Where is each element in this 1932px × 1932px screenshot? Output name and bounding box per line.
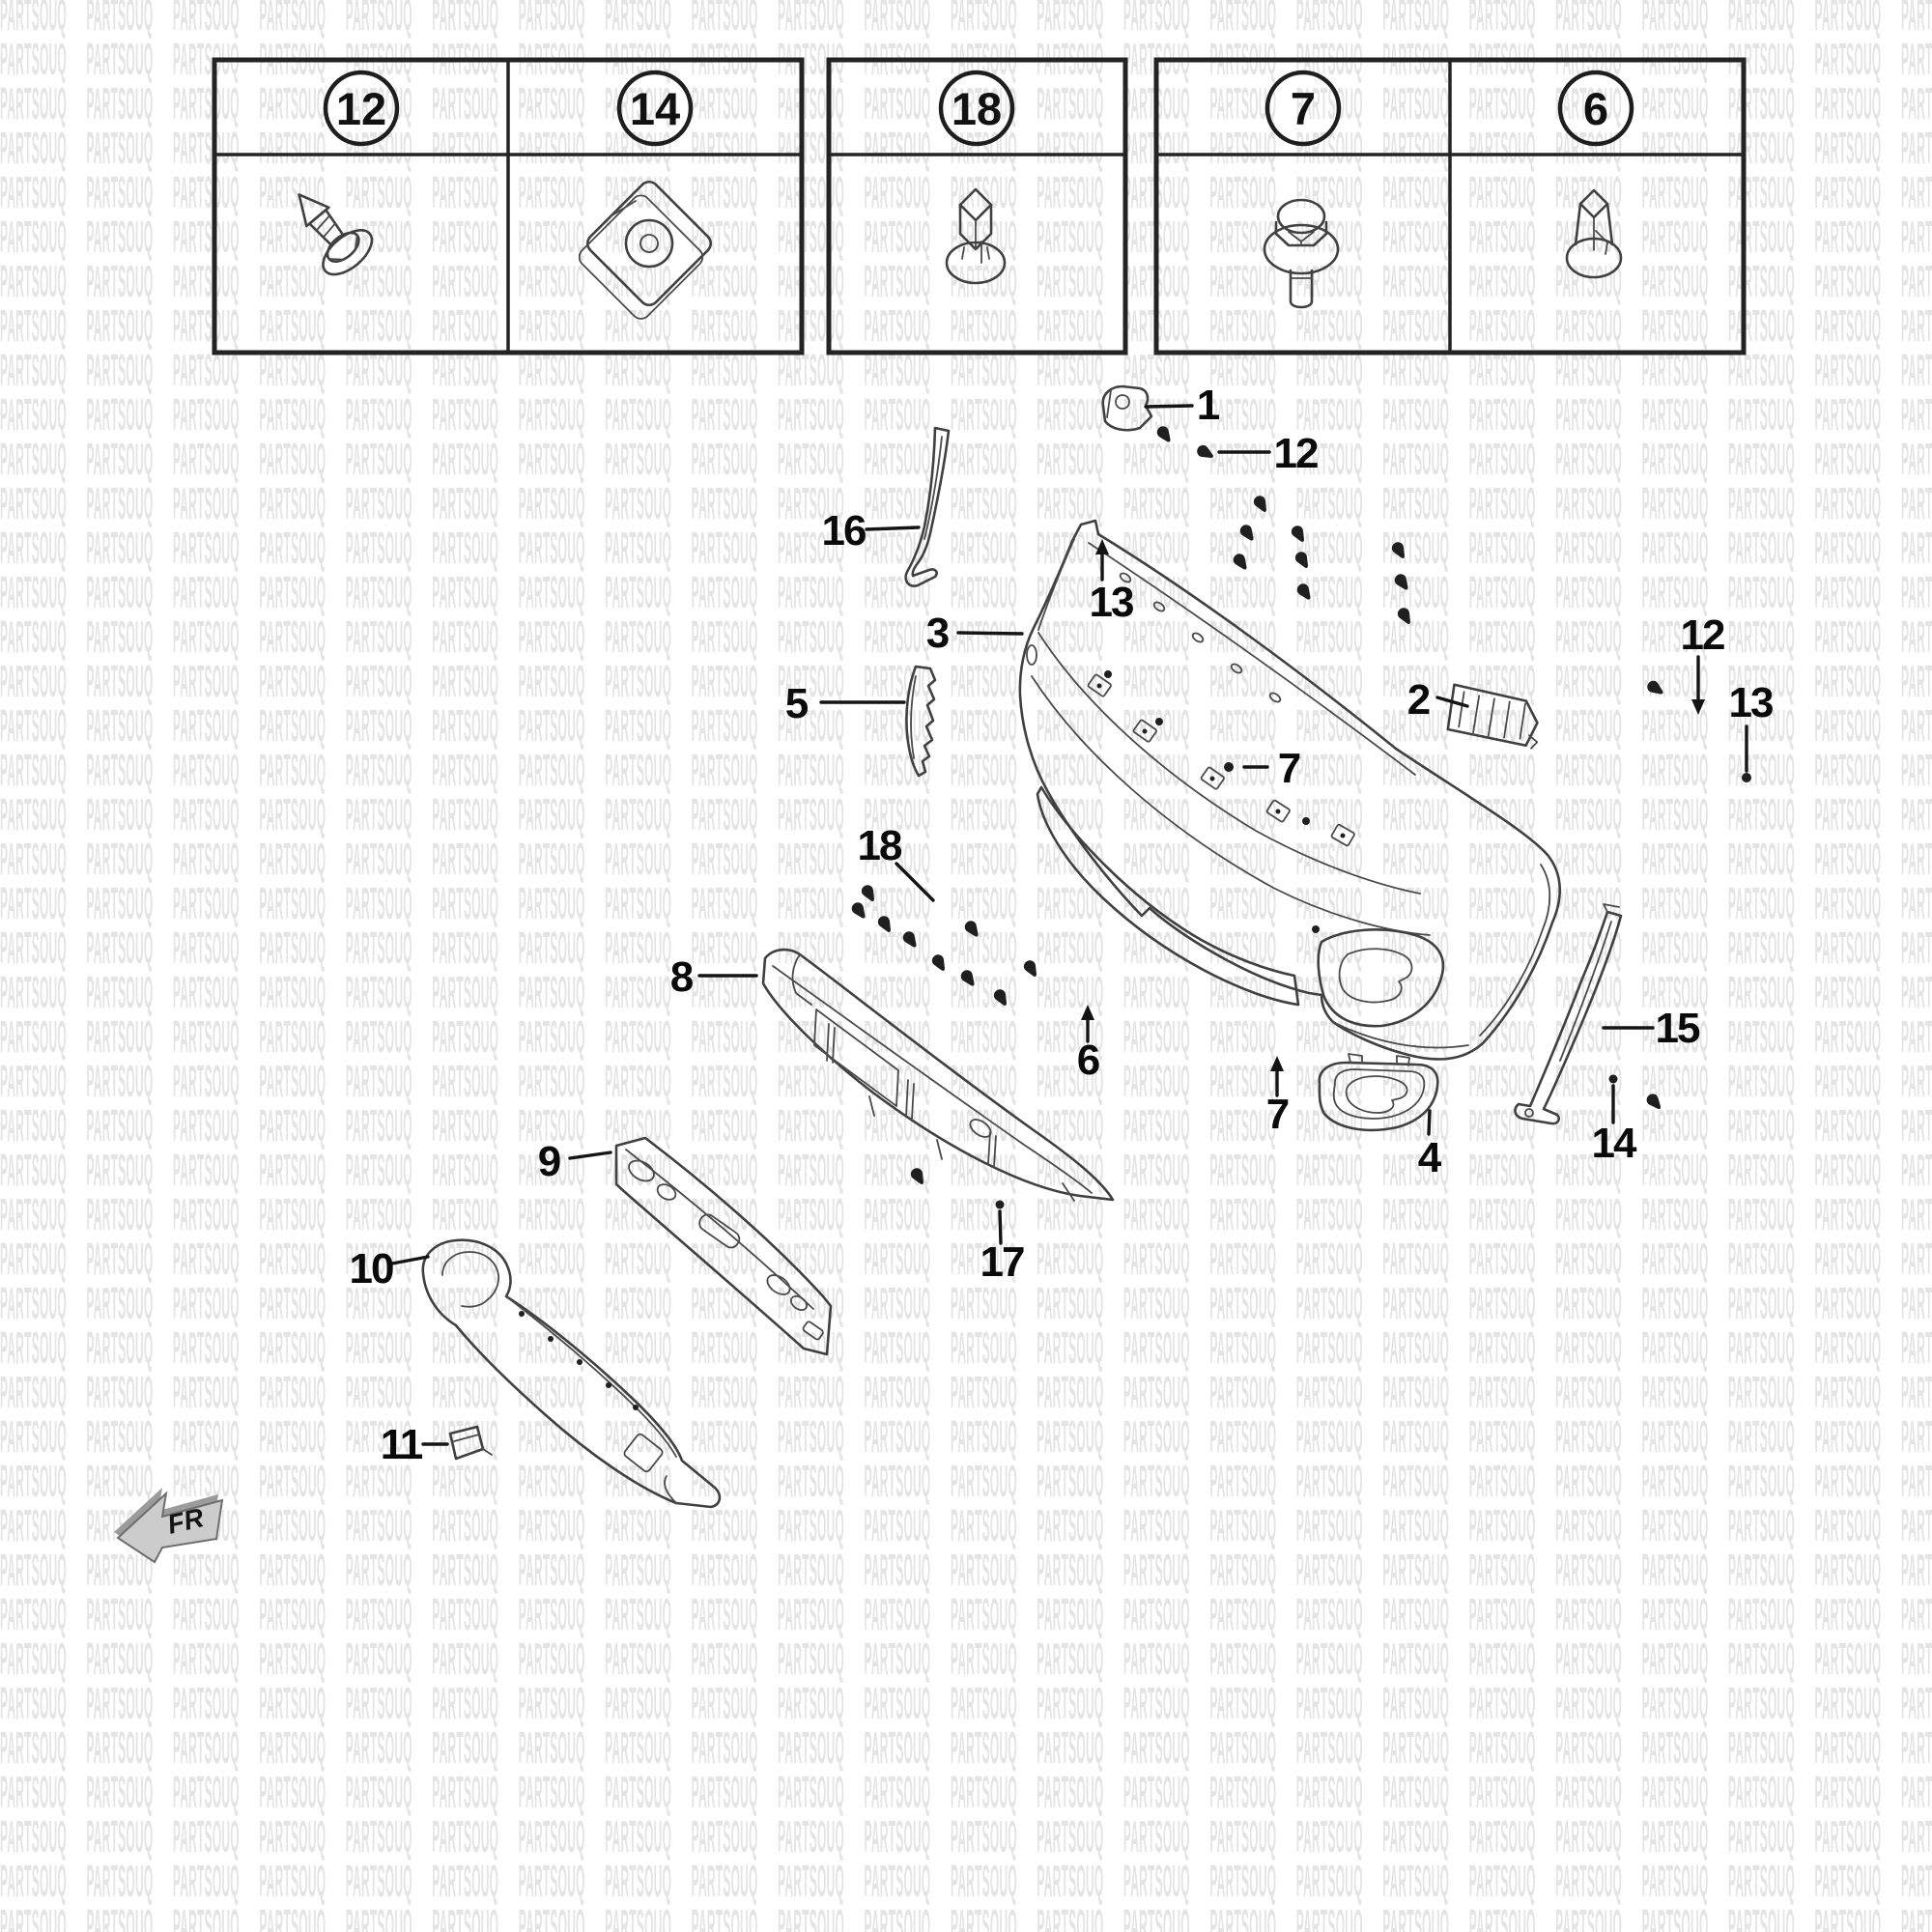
watermark-row: PARTSOUQ PARTSOUQ PARTSOUQ PARTSOUQ PART… bbox=[0, 523, 1932, 573]
fr-direction-arrow: FR bbox=[114, 1488, 224, 1564]
watermark-row: PARTSOUQ PARTSOUQ PARTSOUQ PARTSOUQ PART… bbox=[0, 1545, 1932, 1595]
callout-6-label[interactable]: 6 bbox=[1077, 1037, 1101, 1084]
watermark-row: PARTSOUQ PARTSOUQ PARTSOUQ PARTSOUQ PART… bbox=[0, 434, 1932, 484]
callout-12-top-label[interactable]: 12 bbox=[1274, 430, 1320, 477]
part-4-fog-lamp-bezel bbox=[1318, 1053, 1439, 1132]
callout-13-right-label[interactable]: 13 bbox=[1729, 679, 1775, 726]
watermark-row: PARTSOUQ PARTSOUQ PARTSOUQ PARTSOUQ PART… bbox=[0, 1278, 1932, 1328]
watermark-row: PARTSOUQ PARTSOUQ PARTSOUQ PARTSOUQ PART… bbox=[0, 834, 1932, 884]
watermark-row: PARTSOUQ PARTSOUQ PARTSOUQ PARTSOUQ PART… bbox=[0, 389, 1932, 440]
callout-1-label[interactable]: 1 bbox=[1197, 382, 1222, 429]
watermark-row: PARTSOUQ PARTSOUQ PARTSOUQ PARTSOUQ PART… bbox=[0, 878, 1932, 928]
clip-nut-icon bbox=[578, 180, 713, 320]
watermark-row: PARTSOUQ PARTSOUQ PARTSOUQ PARTSOUQ PART… bbox=[0, 1011, 1932, 1062]
callout-14-label[interactable]: 14 bbox=[1592, 1120, 1639, 1167]
part-10-lower-stiffener bbox=[421, 1238, 722, 1509]
callout-15-label[interactable]: 15 bbox=[1656, 1005, 1702, 1052]
watermark-row: PARTSOUQ PARTSOUQ PARTSOUQ PARTSOUQ PART… bbox=[0, 1500, 1932, 1550]
tapping-screw-icon bbox=[298, 193, 374, 276]
part-9-energy-absorber bbox=[614, 1136, 833, 1356]
watermark-row: PARTSOUQ PARTSOUQ PARTSOUQ PARTSOUQ PART… bbox=[0, 300, 1932, 351]
watermark-row: PARTSOUQ PARTSOUQ PARTSOUQ PARTSOUQ PART… bbox=[0, 478, 1932, 528]
callout-13-top-label[interactable]: 13 bbox=[1090, 579, 1135, 626]
flange-bolt-icon bbox=[1263, 198, 1340, 309]
watermark-row: PARTSOUQ PARTSOUQ PARTSOUQ PARTSOUQ PART… bbox=[0, 167, 1932, 217]
legend-circled-number bbox=[323, 70, 400, 147]
callout-2-label[interactable]: 2 bbox=[1407, 676, 1432, 724]
watermark-row: PARTSOUQ PARTSOUQ PARTSOUQ PARTSOUQ PART… bbox=[0, 78, 1932, 128]
callout-labels: 1 12 13 16 3 5 2 12 13 7 18 8 6 15 14 7 … bbox=[350, 382, 1775, 1468]
legend-number-18: 18 bbox=[952, 83, 1002, 134]
watermark-row: PARTSOUQ PARTSOUQ PARTSOUQ PARTSOUQ PART… bbox=[0, 1411, 1932, 1462]
callout-7-lower-label[interactable]: 7 bbox=[1266, 1091, 1291, 1138]
watermark-row: PARTSOUQ PARTSOUQ PARTSOUQ PARTSOUQ PART… bbox=[0, 1767, 1932, 1817]
part-11-clip-cover bbox=[448, 1425, 493, 1461]
watermark-row: PARTSOUQ PARTSOUQ PARTSOUQ PARTSOUQ PART… bbox=[0, 1900, 1932, 1932]
watermark-row: PARTSOUQ PARTSOUQ PARTSOUQ PARTSOUQ PART… bbox=[0, 1678, 1932, 1728]
legend-circled-number bbox=[938, 70, 1015, 147]
callout-5-label[interactable]: 5 bbox=[785, 680, 810, 727]
callout-16-label[interactable]: 16 bbox=[822, 507, 867, 554]
watermark-row: PARTSOUQ PARTSOUQ PARTSOUQ PARTSOUQ PART… bbox=[0, 0, 1932, 40]
watermark-row: PARTSOUQ PARTSOUQ PARTSOUQ PARTSOUQ PART… bbox=[0, 1100, 1932, 1151]
push-rivet-icon bbox=[945, 187, 1007, 285]
legend-number-12: 12 bbox=[336, 83, 386, 134]
callout-10-label[interactable]: 10 bbox=[350, 1245, 395, 1293]
callout-18-label[interactable]: 18 bbox=[858, 822, 904, 869]
legend-number-7: 7 bbox=[1291, 83, 1316, 134]
watermark-row: PARTSOUQ PARTSOUQ PARTSOUQ PARTSOUQ PART… bbox=[0, 123, 1932, 173]
part-1-clip bbox=[1101, 384, 1153, 432]
legend-circled-number bbox=[616, 70, 694, 147]
callout-7-upper-label[interactable]: 7 bbox=[1278, 745, 1302, 792]
callout-17-label[interactable]: 17 bbox=[980, 1238, 1026, 1286]
watermark-row: PARTSOUQ PARTSOUQ PARTSOUQ PARTSOUQ PART… bbox=[0, 1145, 1932, 1195]
part-3-bumper-cover bbox=[1018, 519, 1562, 1061]
watermark-row: PARTSOUQ PARTSOUQ PARTSOUQ PARTSOUQ PART… bbox=[0, 345, 1932, 395]
legend-number-6: 6 bbox=[1583, 83, 1608, 134]
callout-12-right-label[interactable]: 12 bbox=[1681, 611, 1726, 659]
callout-9-label[interactable]: 9 bbox=[538, 1138, 562, 1185]
watermark-row: PARTSOUQ PARTSOUQ PARTSOUQ PARTSOUQ PART… bbox=[0, 1234, 1932, 1284]
part-8-lower-grille bbox=[761, 948, 1115, 1202]
watermark-row: PARTSOUQ PARTSOUQ PARTSOUQ PARTSOUQ PART… bbox=[0, 1189, 1932, 1239]
part-15-side-molding bbox=[1514, 903, 1623, 1125]
watermark-row: PARTSOUQ PARTSOUQ PARTSOUQ PARTSOUQ PART… bbox=[0, 1856, 1932, 1906]
part-5-side-spacer bbox=[905, 665, 937, 778]
part-16-corner-molding bbox=[904, 426, 951, 587]
legend-number-14: 14 bbox=[630, 83, 680, 134]
watermark-row: PARTSOUQ PARTSOUQ PARTSOUQ PARTSOUQ PART… bbox=[0, 611, 1932, 662]
watermark-row: PARTSOUQ PARTSOUQ PARTSOUQ PARTSOUQ PART… bbox=[0, 789, 1932, 839]
callout-leader-lines bbox=[390, 404, 1751, 1446]
callout-8-label[interactable]: 8 bbox=[670, 953, 696, 1001]
callout-4-label[interactable]: 4 bbox=[1418, 1134, 1444, 1181]
watermark-row: PARTSOUQ PARTSOUQ PARTSOUQ PARTSOUQ PART… bbox=[0, 700, 1932, 751]
legend-fastener-table: 12 14 18 7 6 bbox=[212, 57, 1747, 355]
callout-11-label[interactable]: 11 bbox=[381, 1421, 425, 1468]
watermark-row: PARTSOUQ PARTSOUQ PARTSOUQ PARTSOUQ PART… bbox=[0, 1367, 1932, 1417]
watermark-row: PARTSOUQ PARTSOUQ PARTSOUQ PARTSOUQ PART… bbox=[0, 1811, 1932, 1861]
watermark-row: PARTSOUQ PARTSOUQ PARTSOUQ PARTSOUQ PART… bbox=[0, 1322, 1932, 1373]
push-clip-icon bbox=[1565, 188, 1623, 279]
legend-circled-number bbox=[1264, 70, 1342, 147]
part-2-side-bracket bbox=[1446, 683, 1539, 750]
watermark-row: PARTSOUQ PARTSOUQ PARTSOUQ PARTSOUQ PART… bbox=[0, 1722, 1932, 1773]
watermark-row: PARTSOUQ PARTSOUQ PARTSOUQ PARTSOUQ PART… bbox=[0, 1634, 1932, 1684]
watermark-row: PARTSOUQ PARTSOUQ PARTSOUQ PARTSOUQ PART… bbox=[0, 656, 1932, 706]
legend-circled-number bbox=[1557, 70, 1634, 147]
watermark-row: PARTSOUQ PARTSOUQ PARTSOUQ PARTSOUQ PART… bbox=[0, 567, 1932, 617]
callout-3-label[interactable]: 3 bbox=[926, 610, 951, 657]
legend-table-2 bbox=[826, 57, 1128, 355]
watermark-row: PARTSOUQ PARTSOUQ PARTSOUQ PARTSOUQ PART… bbox=[0, 745, 1932, 795]
watermark-row: PARTSOUQ PARTSOUQ PARTSOUQ PARTSOUQ PART… bbox=[0, 1589, 1932, 1639]
watermark-row: PARTSOUQ PARTSOUQ PARTSOUQ PARTSOUQ PART… bbox=[0, 1456, 1932, 1506]
